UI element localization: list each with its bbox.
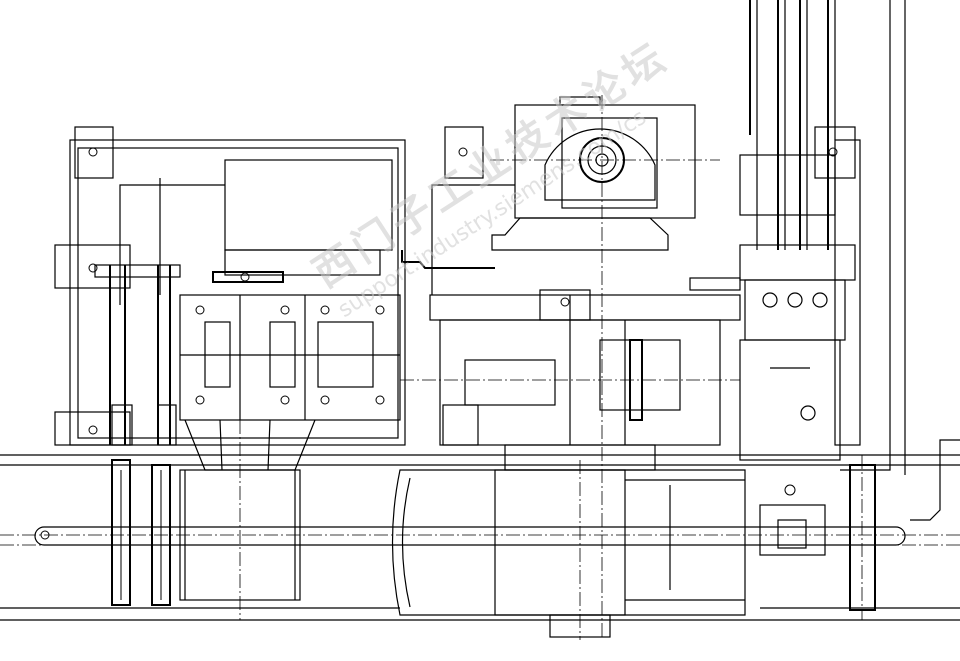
gearbox xyxy=(400,250,741,471)
right-assembly xyxy=(689,0,960,620)
filter-grid-unit xyxy=(179,294,401,471)
drum xyxy=(391,460,746,640)
motor xyxy=(490,95,720,640)
lower-screen-box xyxy=(179,420,301,620)
left-guide-rails xyxy=(94,264,181,606)
upper-housing xyxy=(212,159,393,283)
upper-frame xyxy=(54,126,861,446)
base-frame xyxy=(0,454,960,621)
